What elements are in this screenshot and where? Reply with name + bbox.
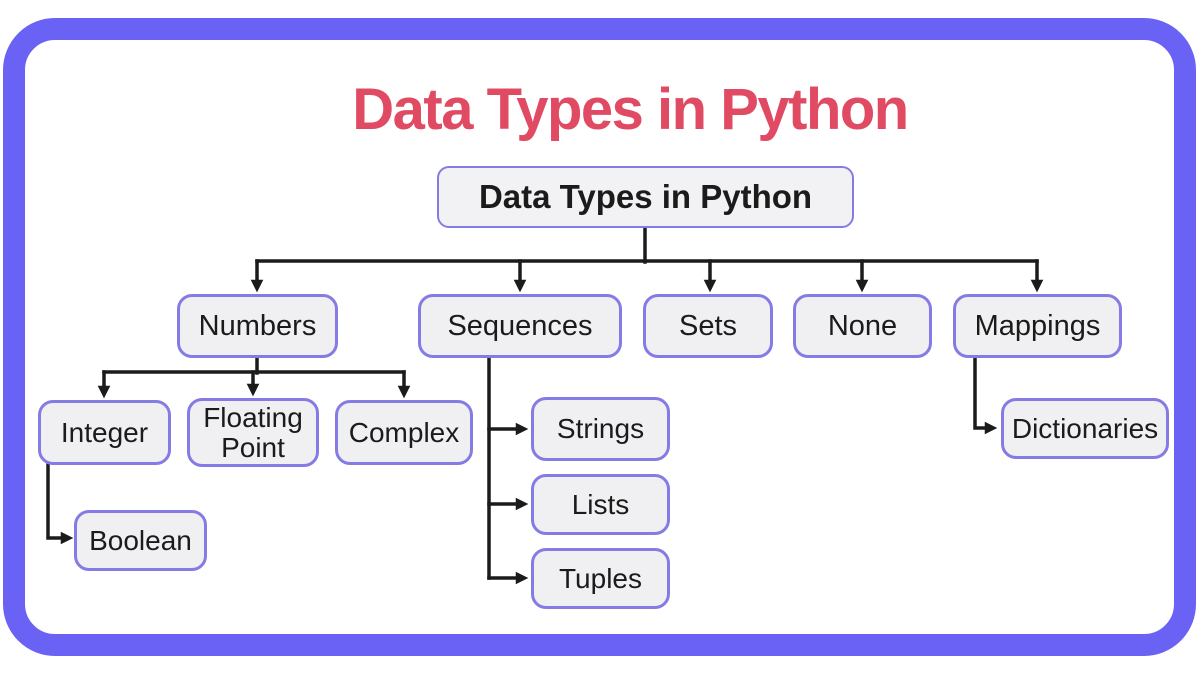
- node-complex: Complex: [335, 400, 473, 465]
- node-dictionaries: Dictionaries: [1001, 398, 1169, 459]
- node-integer: Integer: [38, 400, 171, 465]
- node-lists: Lists: [531, 474, 670, 535]
- outer-frame: [3, 18, 1196, 656]
- node-mappings: Mappings: [953, 294, 1122, 358]
- node-sets: Sets: [643, 294, 773, 358]
- node-boolean: Boolean: [74, 510, 207, 571]
- node-floating-point: Floating Point: [187, 398, 319, 467]
- node-tuples: Tuples: [531, 548, 670, 609]
- node-numbers: Numbers: [177, 294, 338, 358]
- node-none: None: [793, 294, 932, 358]
- node-root: Data Types in Python: [437, 166, 854, 228]
- node-strings: Strings: [531, 397, 670, 461]
- page-title: Data Types in Python: [352, 77, 909, 142]
- node-sequences: Sequences: [418, 294, 622, 358]
